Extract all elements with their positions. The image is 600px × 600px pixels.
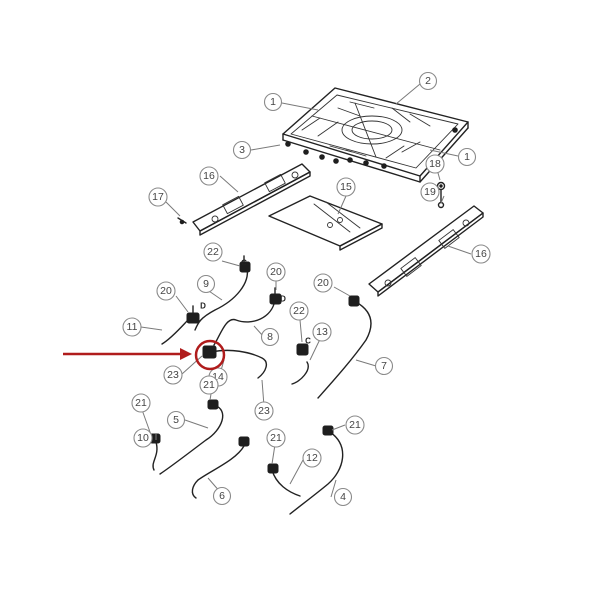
callout-label: 5 (173, 414, 179, 426)
valve-c-mid (296, 343, 309, 356)
callout-label: 1 (270, 96, 276, 108)
highlight-circle (194, 339, 226, 371)
callout: 20 (156, 281, 176, 301)
callout: 1 (263, 92, 283, 112)
callout-label: 14 (212, 371, 224, 383)
callout: 9 (196, 274, 216, 294)
callout-label: 11 (127, 321, 138, 333)
callout: 22 (289, 301, 309, 321)
callout: 21 (131, 393, 151, 413)
callout-label: 21 (270, 432, 282, 444)
callout: 1 (457, 147, 477, 167)
callout-label: 22 (207, 246, 219, 258)
callout-label: 20 (160, 285, 172, 297)
callout: 22 (203, 242, 223, 262)
callout-label: 23 (258, 405, 270, 417)
valve-letter: D (200, 302, 206, 311)
callout-label: 21 (203, 379, 215, 391)
callout: 2 (418, 71, 438, 91)
valve-letters: C D D C (200, 259, 311, 346)
burner-tray-right (368, 205, 484, 297)
center-plate (268, 195, 383, 251)
callout-label: 21 (135, 397, 147, 409)
callout: 8 (260, 327, 280, 347)
callout-label: 17 (152, 191, 164, 203)
callout: 21 (345, 415, 365, 435)
valve-letter: C (241, 259, 247, 268)
callout: 15 (336, 177, 356, 197)
callout-label: 9 (203, 278, 209, 290)
valve-letter: D (280, 295, 286, 304)
callout-label: 10 (137, 432, 149, 444)
callout-label: 16 (475, 248, 487, 260)
burner-tray-left (192, 163, 311, 236)
callout: 12 (302, 448, 322, 468)
callout-label: 20 (317, 277, 329, 289)
leader-lines (140, 83, 472, 498)
valve-d-right (269, 287, 282, 305)
callout-label: 21 (349, 419, 361, 431)
callout-label: 1 (464, 151, 470, 163)
callout: 13 (312, 322, 332, 342)
callout-label: 19 (424, 186, 436, 198)
callout: 21 (199, 375, 219, 395)
callout-label: 16 (203, 170, 215, 182)
valve-c-top (239, 255, 251, 273)
callout-label: 6 (219, 490, 225, 502)
valve-d-left (186, 305, 200, 324)
callout: 18 (425, 154, 445, 174)
callout: 16 (199, 166, 219, 186)
callout-label: 15 (340, 181, 352, 193)
callout-label: 23 (167, 369, 179, 381)
callout: 21 (266, 428, 286, 448)
callout: 16 (471, 244, 491, 264)
callout-label: 20 (270, 266, 282, 278)
callout-label: 2 (425, 75, 431, 87)
callout-label: 22 (293, 305, 305, 317)
callout-labels: 1 2 1 3 16 15 18 19 16 17 22 9 20 20 20 … (122, 71, 491, 507)
callout: 6 (212, 486, 232, 506)
callout-label: 8 (267, 331, 273, 343)
callout: 7 (374, 356, 394, 376)
highlight-arrow (63, 348, 192, 360)
callout: 19 (420, 182, 440, 202)
orifice-18-19 (436, 181, 446, 209)
gas-tubing (149, 255, 372, 515)
callout-label: 3 (239, 144, 245, 156)
screw-17 (177, 217, 187, 225)
callout: 4 (333, 487, 353, 507)
callout-label: 13 (316, 326, 328, 338)
callout: 23 (254, 401, 274, 421)
callout: 20 (313, 273, 333, 293)
burner-grate (282, 87, 469, 183)
callout: 17 (148, 187, 168, 207)
callout-label: 18 (429, 158, 441, 170)
grate-feet (285, 127, 458, 169)
callout: 23 (163, 365, 183, 385)
callout: 5 (166, 410, 186, 430)
callout: 20 (266, 262, 286, 282)
callout: 10 (133, 428, 153, 448)
callout: 3 (232, 140, 252, 160)
valve-letter: C (305, 337, 311, 346)
callout-label: 12 (306, 452, 318, 464)
callout-label: 4 (340, 491, 346, 503)
callout-label: 7 (381, 360, 387, 372)
callout: 11 (122, 317, 142, 337)
